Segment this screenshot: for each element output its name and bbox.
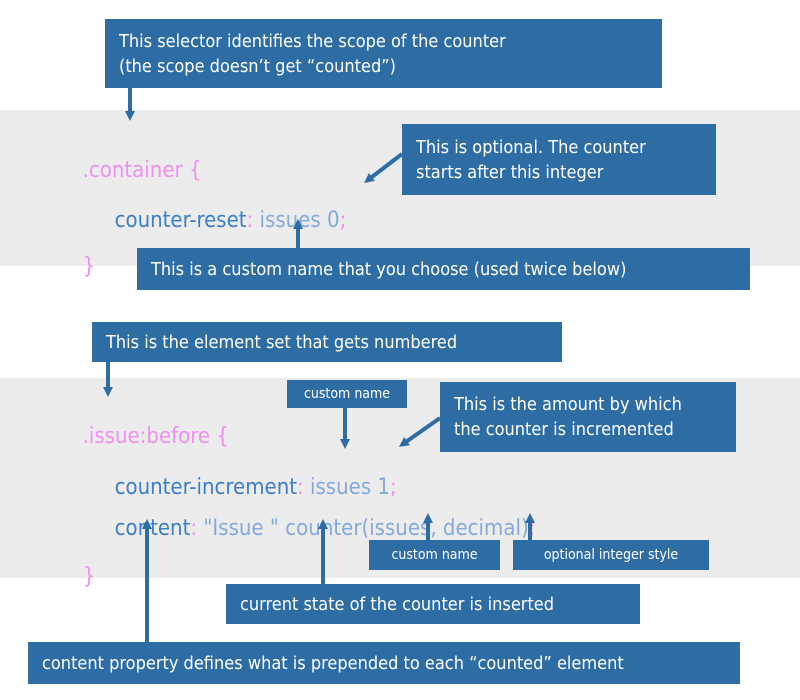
callout-amount-line1: This is the amount by which <box>454 394 682 415</box>
callout-custom-name-top: custom name <box>287 380 407 408</box>
callout-scope: This selector identifies the scope of th… <box>105 19 662 88</box>
callout-optional-line1: This is optional. The counter <box>416 136 646 158</box>
arrow-optional <box>364 152 404 184</box>
block2-line-selector: .issue:before { <box>70 398 229 450</box>
block1-value-name: issues <box>259 208 321 233</box>
arrow-amount <box>398 416 442 447</box>
block1-line-selector: .container { <box>70 132 202 184</box>
callout-custom-name-top-text: custom name <box>303 386 391 402</box>
block2-line-increment: counter-increment: issues 1; <box>102 449 397 501</box>
callout-custom-name-choose-text: This is a custom name that you choose (u… <box>151 258 627 280</box>
callout-custom-name-bottom: custom name <box>369 540 500 570</box>
block2-content-string: "Issue " <box>203 516 279 541</box>
block2-semicolon-2: ; <box>528 516 536 541</box>
callout-amount-line2: the counter is incremented <box>454 419 674 440</box>
callout-custom-name-choose: This is a custom name that you choose (u… <box>137 248 750 290</box>
block1-line-property: counter-reset: issues 0; <box>102 182 347 234</box>
block2-close-brace: } <box>82 564 96 589</box>
block1-selector: .container <box>82 158 183 183</box>
block2-content-func: counter(issues, decimal) <box>285 516 529 541</box>
block1-close-brace: } <box>82 254 96 279</box>
block2-semicolon-1: ; <box>390 475 397 500</box>
block2-increment-property: counter-increment <box>114 475 297 500</box>
block1-value-int: 0 <box>326 208 340 233</box>
callout-content-property-text: content property defines what is prepend… <box>42 652 624 674</box>
callout-amount: This is the amount by which the counter … <box>440 382 736 452</box>
block1-open-brace: { <box>188 158 202 183</box>
callout-element-set-text: This is the element set that gets number… <box>106 331 458 353</box>
block1-colon: : <box>246 208 254 233</box>
callout-scope-line2: (the scope doesn’t get “counted”) <box>119 55 396 77</box>
block2-content-property: content <box>114 516 191 541</box>
callout-optional: This is optional. The counter starts aft… <box>402 124 716 195</box>
callout-content-property: content property defines what is prepend… <box>28 642 740 684</box>
callout-optional-style: optional integer style <box>513 540 709 570</box>
block2-line-close: } <box>70 538 96 590</box>
block2-increment-value: issues 1 <box>309 475 391 500</box>
callout-scope-line1: This selector identifies the scope of th… <box>119 30 506 52</box>
callout-current-state: current state of the counter is inserted <box>226 584 640 624</box>
block1-property: counter-reset <box>114 208 247 233</box>
block2-colon-2: : <box>190 516 198 541</box>
block1-semicolon: ; <box>339 208 347 233</box>
block1-line-close: } <box>70 228 96 280</box>
block2-line-content: content: "Issue " counter(issues, decima… <box>102 490 536 542</box>
callout-optional-style-text: optional integer style <box>543 547 679 563</box>
block2-selector: .issue:before <box>82 424 211 449</box>
callout-element-set: This is the element set that gets number… <box>92 322 562 362</box>
block2-open-brace: { <box>216 424 229 449</box>
callout-optional-line2: starts after this integer <box>416 161 604 183</box>
callout-custom-name-bottom-text: custom name <box>391 547 478 563</box>
callout-current-state-text: current state of the counter is inserted <box>240 593 555 615</box>
block2-colon-1: : <box>297 475 304 500</box>
